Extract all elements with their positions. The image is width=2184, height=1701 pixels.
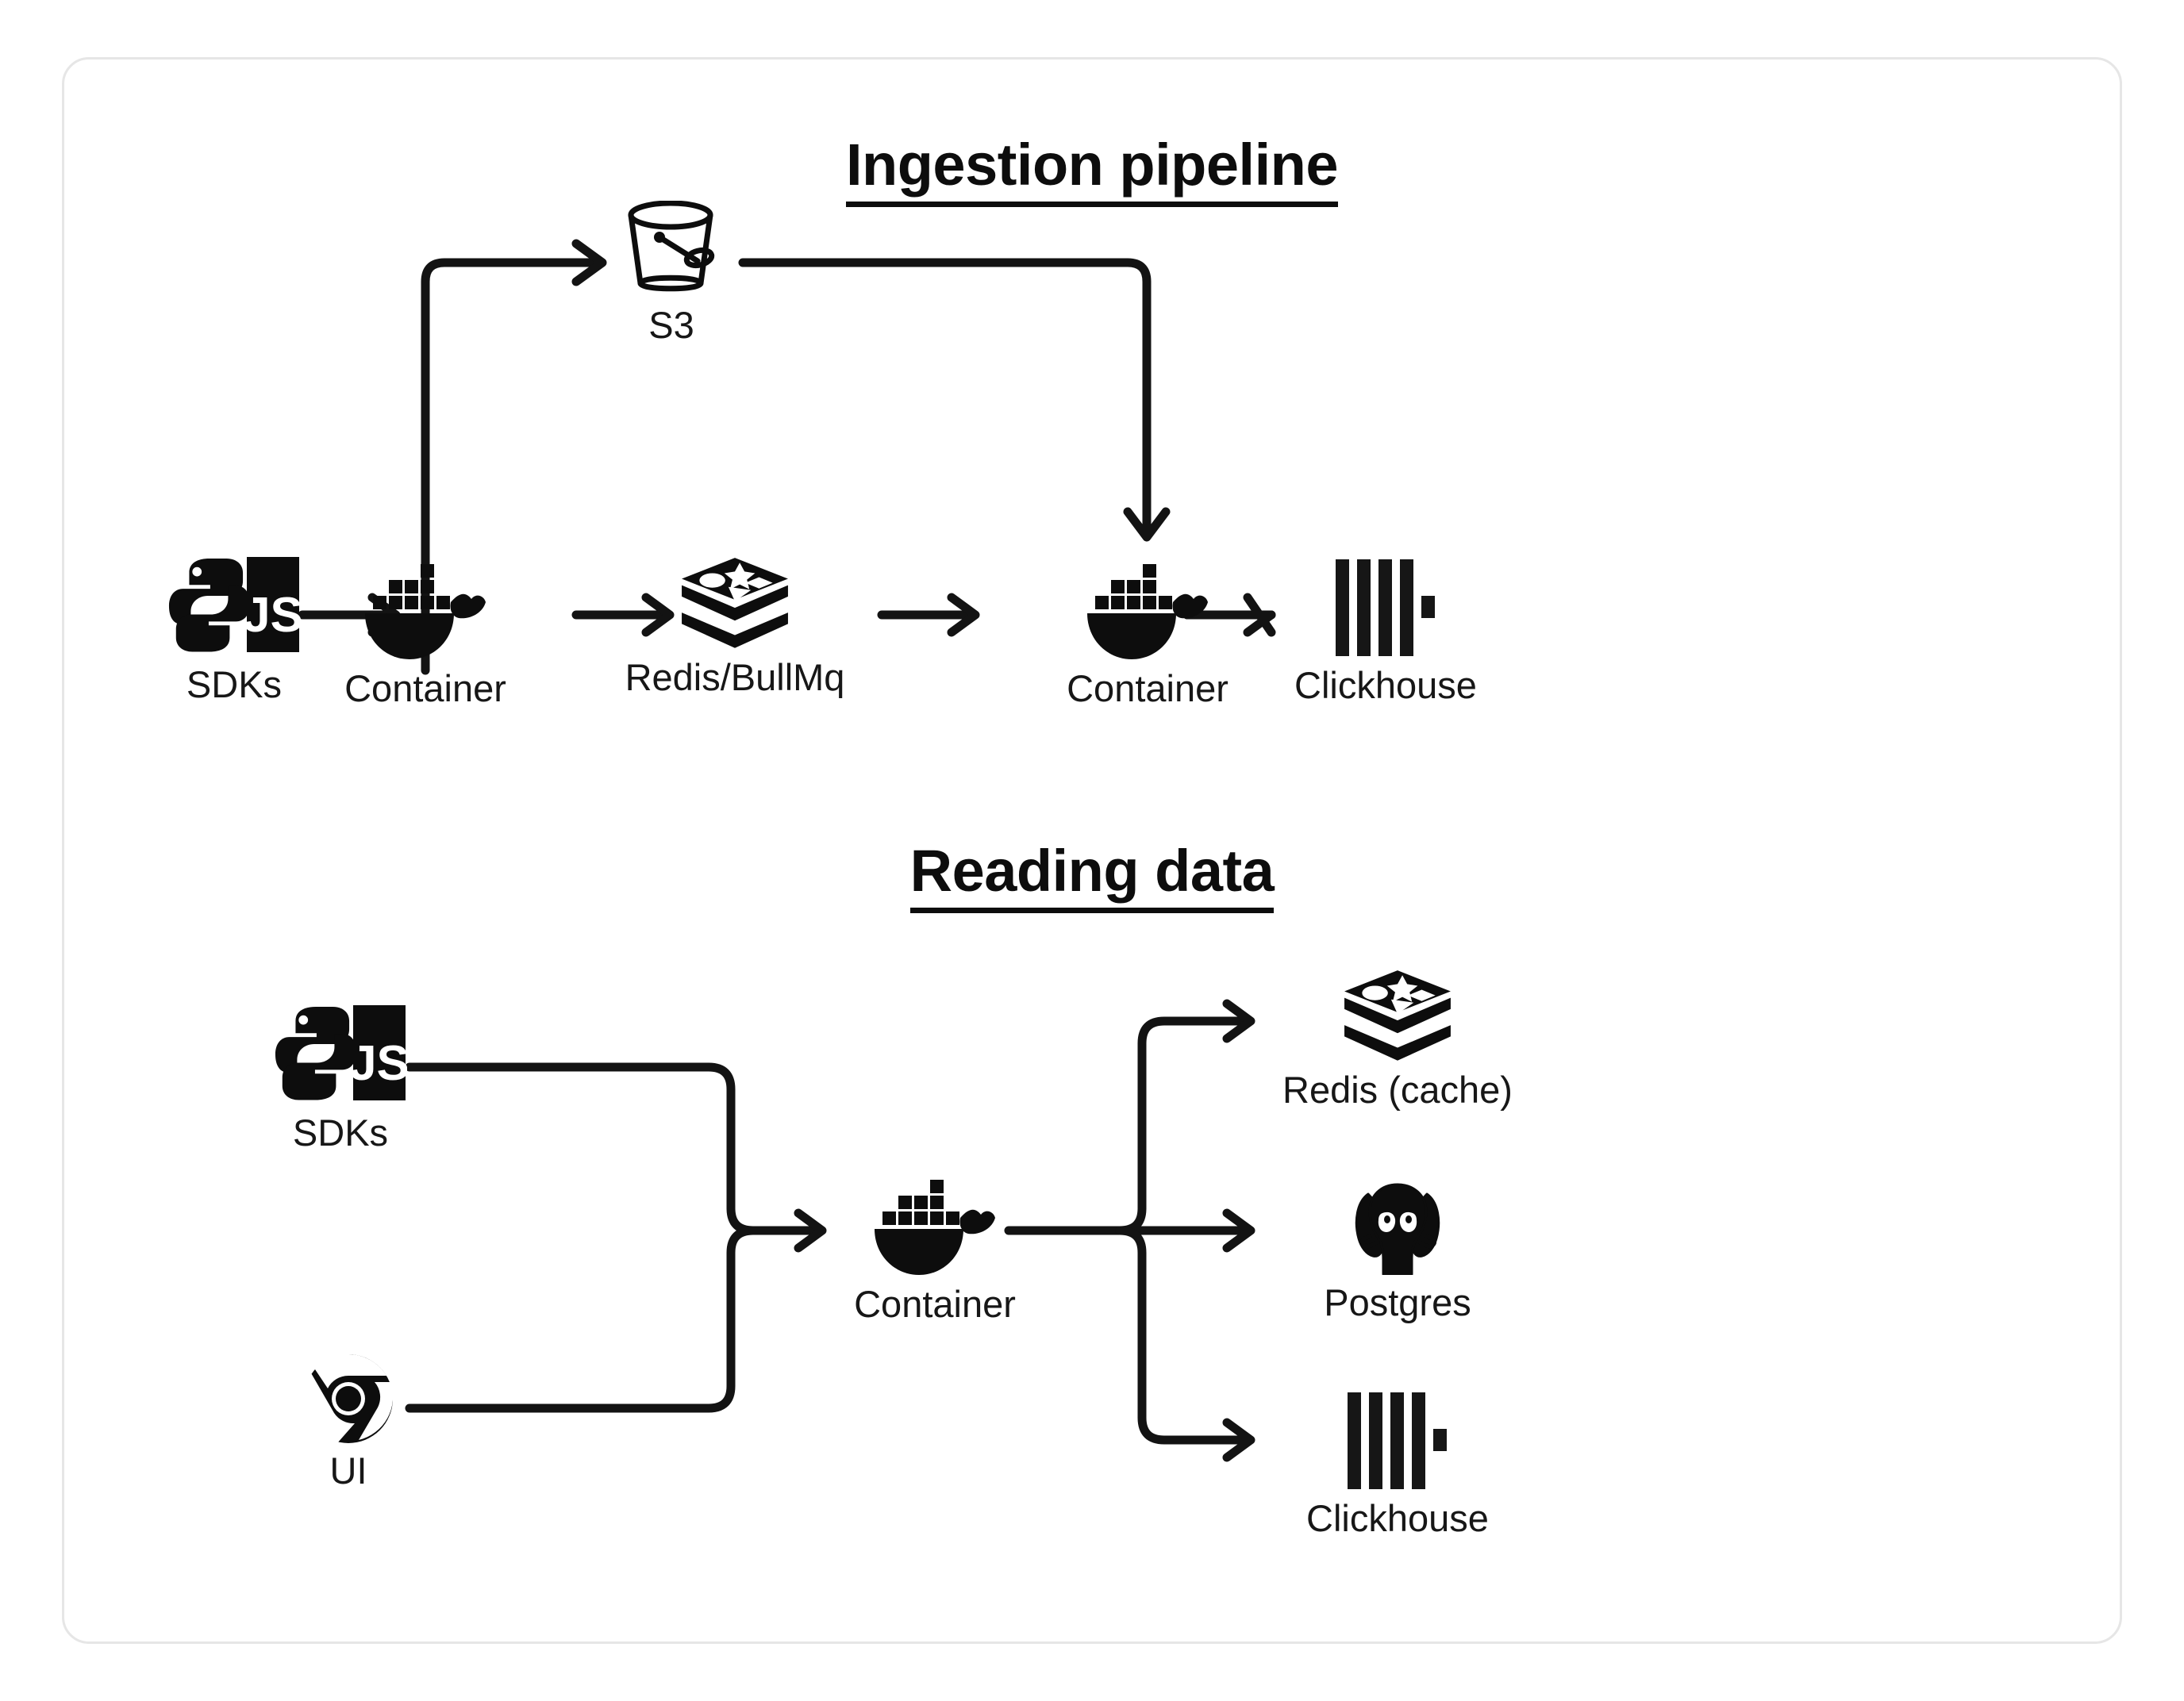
chrome-icon-svg [304, 1354, 393, 1443]
python-js-sdk-icon: JS [167, 555, 301, 657]
section-title-reading: Reading data [64, 837, 2120, 913]
clickhouse-bars-icon-svg [1348, 1392, 1447, 1489]
bucket-icon [624, 201, 719, 298]
node-redis-bullmq: Redis/BullMq [625, 558, 844, 697]
js-badge-label: JS [243, 588, 301, 643]
js-badge-label: JS [349, 1036, 407, 1091]
node-label: SDKs [292, 1112, 389, 1154]
edge-branch-clickhouse [1115, 1226, 1255, 1462]
python-js-sdk-icon-svg: JS [275, 1005, 407, 1100]
node-label: Redis (cache) [1282, 1069, 1513, 1111]
node-label: Container [344, 667, 506, 709]
python-js-sdk-icon: JS [274, 1004, 407, 1105]
edge-redis-container2 [877, 593, 980, 637]
redis-stack-icon [1341, 970, 1454, 1062]
node-label: Clickhouse [1294, 664, 1477, 706]
node-sdks-reading: JS SDKs [272, 1004, 409, 1152]
section-title-ingestion-text: Ingestion pipeline [845, 131, 1339, 207]
edge-container2-clickhouse [1182, 593, 1276, 637]
node-postgres: Postgres [1286, 1177, 1509, 1322]
node-container-reading: Container [854, 1177, 1016, 1323]
node-container-ingest-1: Container [344, 561, 506, 708]
node-label: Clickhouse [1306, 1497, 1489, 1539]
edge-sdks2-merge [405, 1062, 767, 1235]
edge-merge-container3 [748, 1208, 827, 1253]
node-label: Container [1067, 667, 1228, 709]
section-title-ingestion: Ingestion pipeline [64, 131, 2120, 207]
node-label: SDKs [186, 663, 283, 705]
js-badge-icon: JS [349, 1005, 407, 1100]
docker-whale-icon [362, 561, 489, 661]
node-label: Postgres [1324, 1281, 1471, 1323]
docker-whale-icon [1084, 561, 1211, 661]
clickhouse-bars-icon [1348, 1392, 1448, 1491]
node-clickhouse-ingest: Clickhouse [1286, 559, 1485, 705]
edge-branch-postgres [1115, 1208, 1255, 1253]
section-title-reading-text: Reading data [909, 837, 1275, 913]
node-label: Container [854, 1283, 1016, 1325]
edge-s3-container2 [738, 258, 1171, 542]
node-s3: S3 [598, 201, 745, 344]
docker-whale-icon-svg [1087, 564, 1208, 659]
node-sdks-ingestion: JS SDKs [166, 555, 302, 704]
node-label: S3 [648, 304, 694, 346]
redis-stack-icon-svg [1344, 970, 1451, 1061]
node-label: UI [329, 1449, 367, 1492]
diagram-stage: Ingestion pipeline Reading data [64, 60, 2120, 1641]
python-js-sdk-icon-svg: JS [168, 557, 301, 652]
clickhouse-bars-icon-svg [1336, 559, 1435, 656]
edge-container1-redis [571, 593, 675, 637]
docker-whale-icon-svg [875, 1180, 995, 1275]
postgres-elephant-icon-svg [1349, 1177, 1446, 1275]
edge-container1-s3 [421, 239, 607, 675]
diagram-card: Ingestion pipeline Reading data [62, 57, 2122, 1644]
node-clickhouse-reading: Clickhouse [1286, 1392, 1509, 1538]
node-label: Redis/BullMq [625, 656, 845, 698]
redis-stack-icon [679, 558, 791, 650]
redis-stack-icon-svg [682, 558, 788, 648]
docker-whale-icon-svg [365, 564, 486, 659]
node-container-ingest-2: Container [1067, 561, 1228, 708]
postgres-elephant-icon [1349, 1177, 1446, 1275]
bucket-icon-svg [624, 201, 719, 298]
chrome-icon [304, 1354, 393, 1443]
edge-ui-merge [405, 1226, 767, 1413]
node-redis-cache: Redis (cache) [1278, 970, 1517, 1109]
docker-whale-icon [871, 1177, 998, 1277]
clickhouse-bars-icon [1336, 559, 1436, 658]
edge-branch-redis-cache [1115, 999, 1255, 1235]
js-badge-icon: JS [243, 557, 301, 652]
node-ui: UI [302, 1354, 394, 1490]
connectors-layer [298, 239, 1276, 1462]
